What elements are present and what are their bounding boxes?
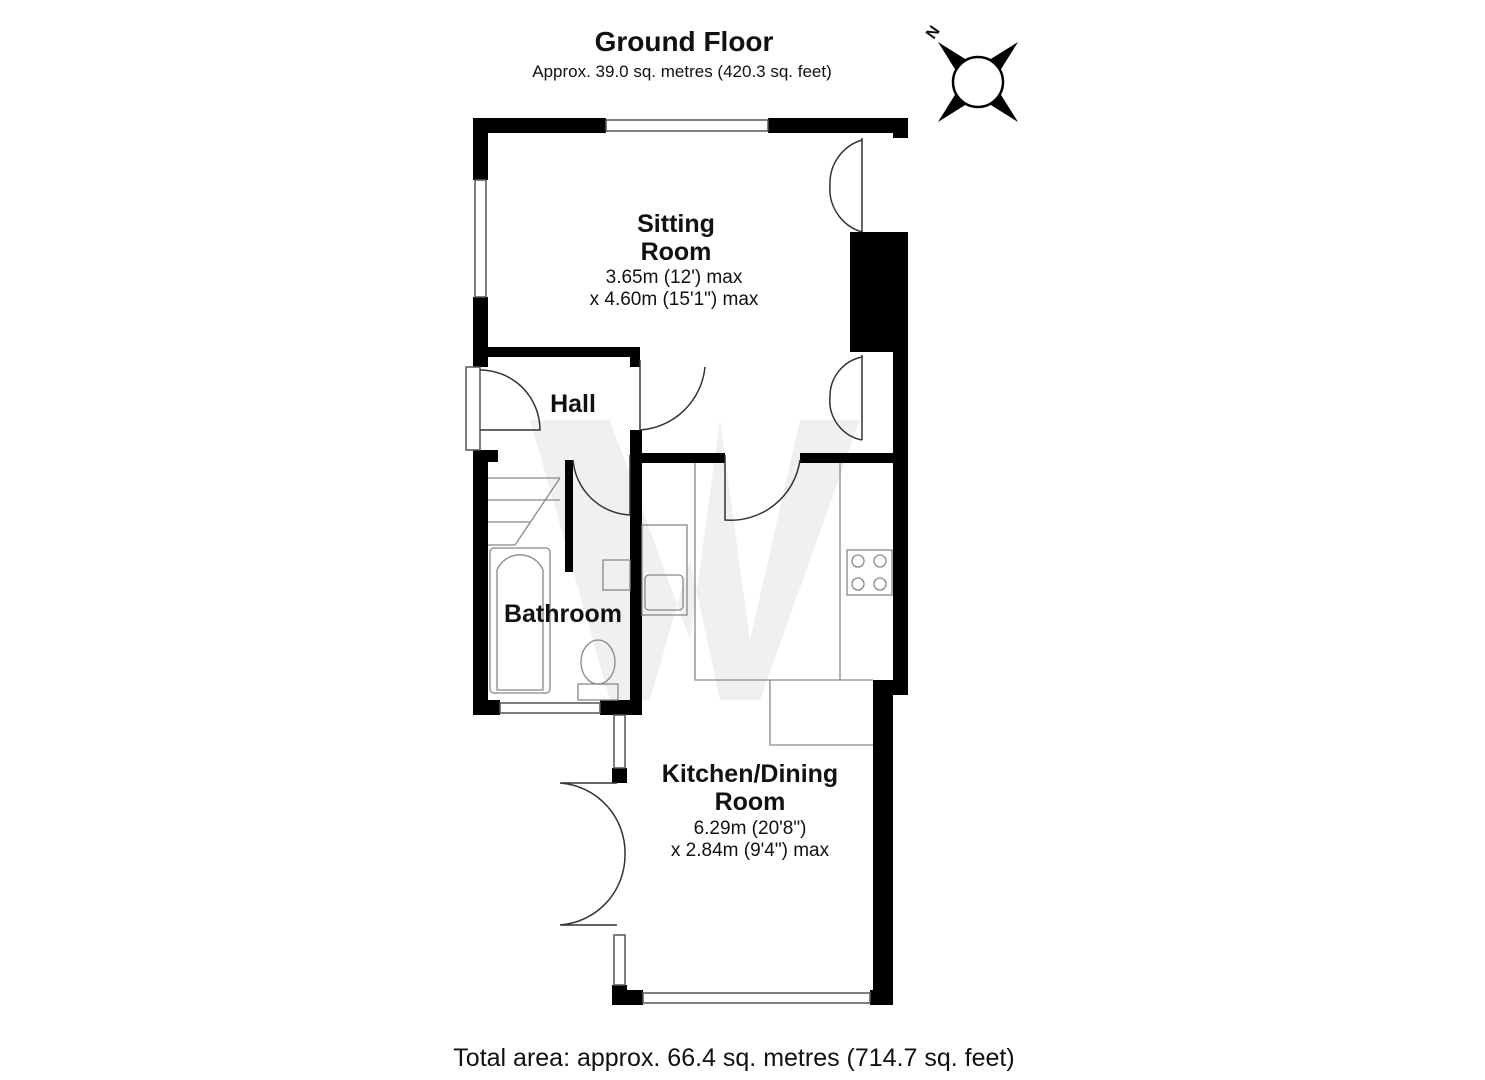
fixtures xyxy=(488,463,893,746)
doors xyxy=(479,138,863,926)
dimension: 6.29m (20'8") xyxy=(693,818,807,839)
dimension: 3.65m (12') max xyxy=(605,267,743,288)
room-dimensions-kitchen: 6.29m (20'8") x 2.84m (9'4") max xyxy=(671,818,829,862)
floor-area: Approx. 39.0 sq. metres (420.3 sq. feet) xyxy=(532,62,832,81)
room-label-bathroom: Bathroom xyxy=(503,600,623,628)
dimension: x 4.60m (15'1") max xyxy=(589,289,759,310)
compass-rose xyxy=(938,42,1018,122)
room-dimensions-sitting: 3.65m (12') max x 4.60m (15'1") max xyxy=(590,267,759,311)
room-name: Room xyxy=(714,788,786,816)
room-name: Kitchen/Dining xyxy=(661,760,839,788)
room-name: Room xyxy=(640,238,712,266)
dimension: x 2.84m (9'4") max xyxy=(670,840,830,861)
total-area: Total area: approx. 66.4 sq. metres (714… xyxy=(453,1044,1015,1072)
room-name: Sitting xyxy=(637,210,715,238)
room-label-kitchen: Kitchen/Dining Room xyxy=(662,760,838,816)
watermark-logo xyxy=(530,420,860,700)
floor-title: Ground Floor xyxy=(594,26,774,57)
room-label-sitting: Sitting Room xyxy=(637,210,715,266)
room-label-hall: Hall xyxy=(550,390,596,418)
walls xyxy=(473,118,908,1005)
windows xyxy=(465,119,871,1004)
